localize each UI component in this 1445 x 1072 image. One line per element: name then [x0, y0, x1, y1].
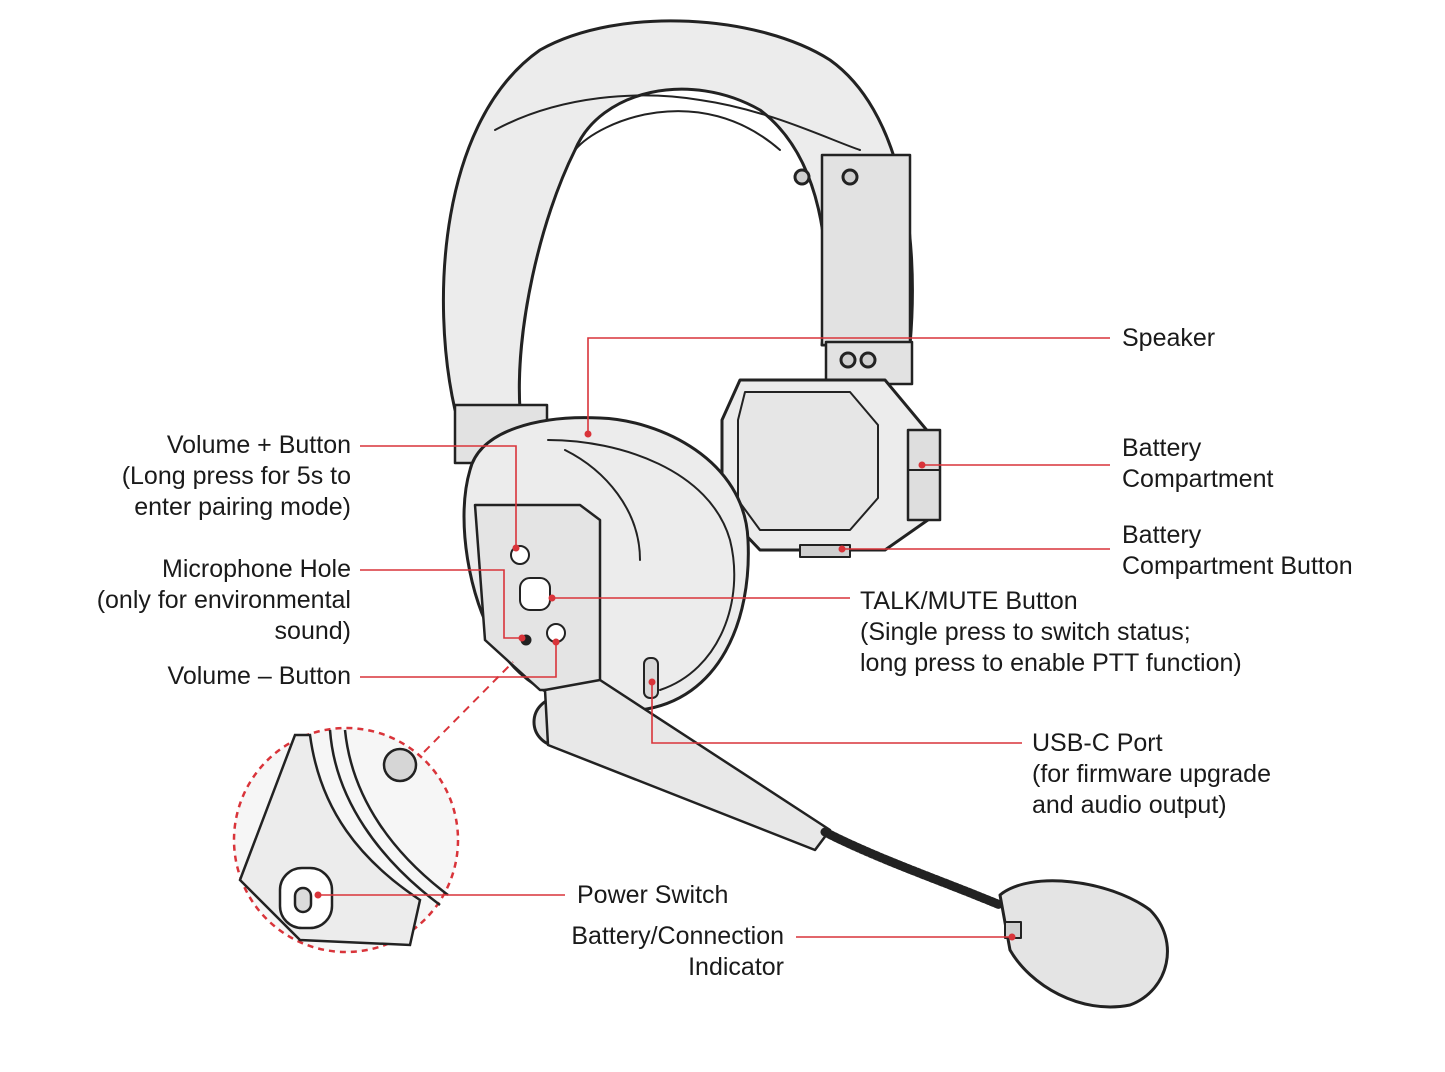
right-slider: [820, 153, 912, 347]
leader-usb-c: [651, 682, 1022, 744]
label-volume-minus: Volume – Button: [168, 661, 351, 692]
talk-mute-button-shape: [519, 577, 551, 611]
leader-dot: [552, 638, 560, 646]
label-line: Volume – Button: [167, 662, 351, 690]
label-line: (for firmware upgrade: [1032, 760, 1271, 788]
label-power-switch: Power Switch: [577, 880, 728, 911]
leader-mic-hole: [360, 569, 522, 639]
leader-dot: [918, 461, 926, 469]
label-line: Microphone Hole: [162, 555, 351, 583]
leader-dot: [548, 594, 556, 602]
label-line: enter pairing mode): [134, 493, 351, 521]
battery-compartment-button: [799, 544, 851, 558]
leader-dot: [314, 891, 322, 899]
mic-foam: [998, 879, 1169, 1009]
leader-lines: [318, 337, 1110, 938]
label-line: and audio output): [1032, 791, 1227, 819]
slider-screw: [793, 168, 811, 186]
label-line: Compartment: [1122, 465, 1274, 493]
leader-dot: [584, 430, 592, 438]
label-line: (only for environmental: [96, 586, 351, 614]
hinge-screw: [839, 351, 857, 369]
gooseneck: [820, 827, 1005, 910]
label-talk-mute: TALK/MUTE Button (Single press to switch…: [860, 586, 1242, 679]
headband-cushion: [494, 94, 861, 151]
hinge-screw: [859, 351, 877, 369]
label-line: (Single press to switch status;: [860, 618, 1191, 646]
leader-dot: [1008, 933, 1016, 941]
leader-volume-plus: [360, 445, 517, 548]
label-line: Power Switch: [577, 881, 729, 909]
label-battery-compartment: Battery Compartment: [1122, 433, 1273, 495]
label-line: Battery: [1122, 434, 1202, 462]
label-line: Compartment Button: [1122, 552, 1353, 580]
label-line: (Long press for 5s to: [121, 462, 351, 490]
label-line: Volume + Button: [166, 431, 351, 459]
label-speaker: Speaker: [1122, 323, 1215, 354]
leader-dot: [518, 634, 526, 642]
zoom-detail: [232, 726, 460, 954]
label-microphone-hole: Microphone Hole (only for environmental …: [97, 554, 351, 647]
boom-arm: [543, 678, 832, 852]
label-battery-compartment-button: Battery Compartment Button: [1122, 520, 1353, 582]
leader-dot: [838, 545, 846, 553]
slider-screw: [841, 168, 859, 186]
leader-dot: [512, 544, 520, 552]
label-line: USB-C Port: [1032, 729, 1163, 757]
zoom-mic-grille: [382, 747, 418, 783]
leader-speaker: [587, 337, 1110, 434]
label-line: Battery/Connection: [571, 922, 784, 950]
label-speaker-line1: Speaker: [1122, 324, 1216, 352]
label-line: Indicator: [688, 953, 784, 981]
label-indicator: Battery/Connection Indicator: [571, 921, 784, 983]
label-line: TALK/MUTE Button: [860, 587, 1078, 615]
battery-compartment: [906, 428, 942, 522]
usb-c-port-shape: [643, 657, 659, 699]
label-line: Battery: [1122, 521, 1202, 549]
label-volume-plus: Volume + Button (Long press for 5s to en…: [122, 430, 351, 523]
leader-volume-minus: [360, 642, 557, 678]
label-usb-c: USB-C Port (for firmware upgrade and aud…: [1032, 728, 1271, 821]
label-line: sound): [274, 617, 351, 645]
leader-dot: [648, 678, 656, 686]
label-line: long press to enable PTT function): [860, 649, 1242, 677]
